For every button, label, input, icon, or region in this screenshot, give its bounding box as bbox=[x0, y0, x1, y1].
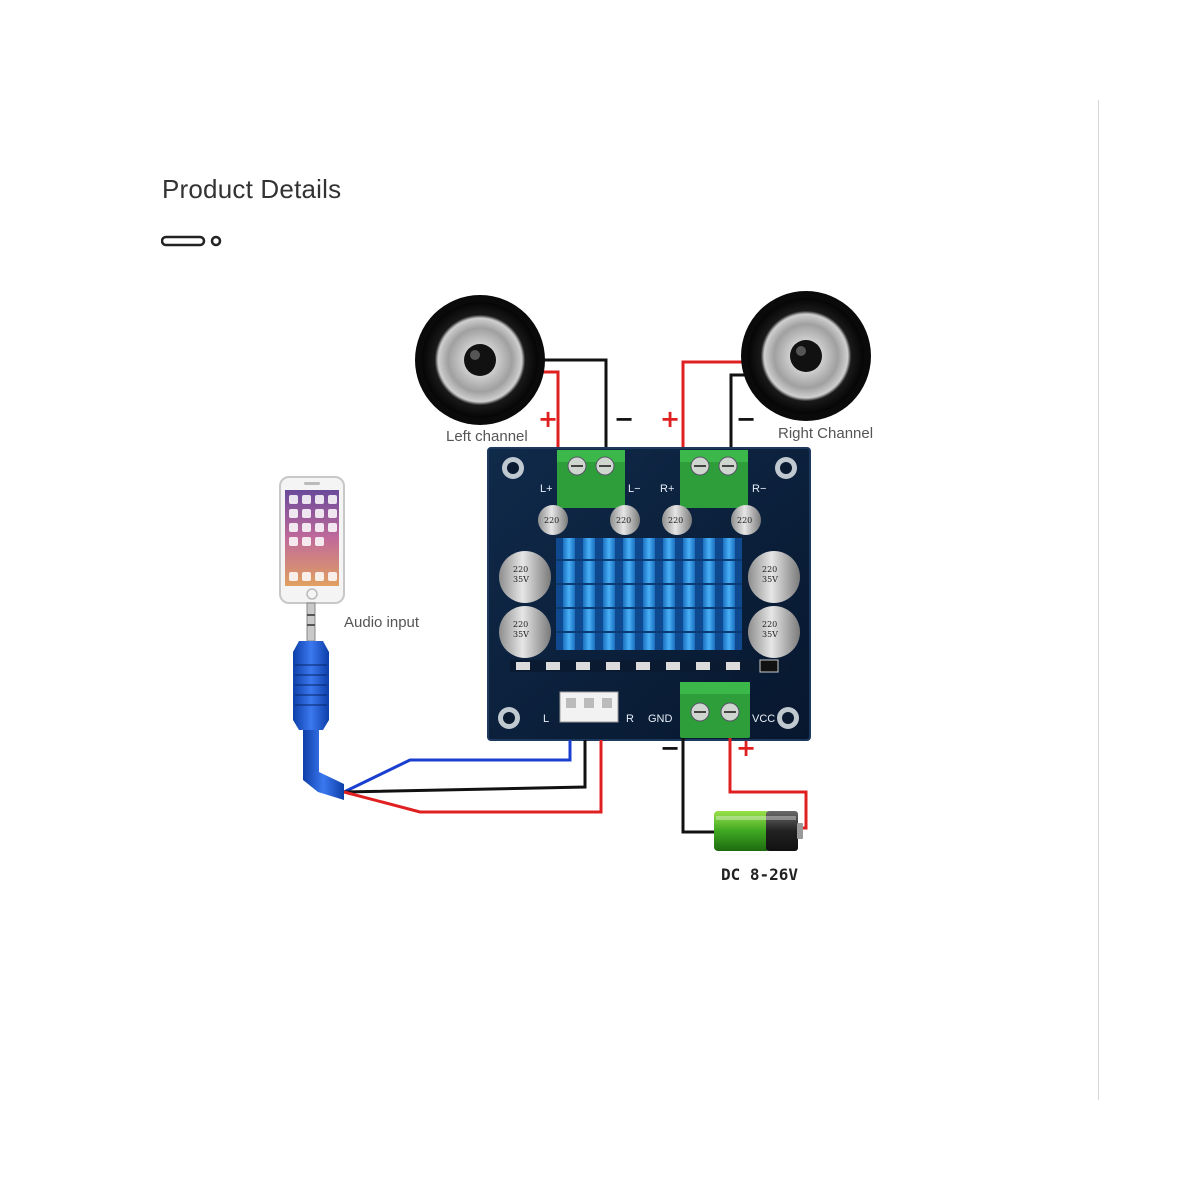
audio-input-label: Audio input bbox=[344, 614, 420, 631]
small-cap-label-4: 220 bbox=[737, 516, 752, 525]
small-cap-label-1: 220 bbox=[544, 516, 559, 525]
heatsink bbox=[556, 538, 742, 650]
smartphone-icon bbox=[279, 476, 345, 604]
silk-r-plus: R+ bbox=[660, 483, 674, 495]
power-minus-sign: − bbox=[660, 734, 680, 762]
left-black-wire bbox=[540, 358, 608, 452]
large-cap-value-1: 220 bbox=[513, 565, 528, 574]
right-speaker-terminal bbox=[680, 450, 748, 508]
large-cap-voltage-2: 35V bbox=[513, 630, 529, 639]
left-speaker-terminal bbox=[557, 450, 625, 508]
large-cap-voltage-4: 35V bbox=[762, 630, 778, 639]
audio-jack-icon bbox=[293, 602, 344, 800]
left-plus-sign: + bbox=[538, 405, 558, 433]
page-title: Product Details bbox=[162, 174, 342, 204]
amplifier-board: L+ L− R+ R− 220 220 220 220 bbox=[487, 447, 811, 741]
power-positive-wire bbox=[728, 738, 808, 830]
power-supply-label: DC 8-26V bbox=[721, 865, 798, 884]
silk-input-r: R bbox=[626, 713, 634, 725]
title-decoration bbox=[161, 235, 222, 247]
right-channel-label: Right Channel bbox=[778, 425, 873, 442]
power-plus-sign: + bbox=[736, 734, 756, 762]
large-cap-value-3: 220 bbox=[762, 565, 777, 574]
large-cap-voltage-3: 35V bbox=[762, 575, 778, 584]
power-ground-wire bbox=[681, 738, 716, 834]
silk-vcc: VCC bbox=[752, 713, 775, 725]
right-minus-sign: − bbox=[736, 405, 756, 433]
large-cap-value-2: 220 bbox=[513, 620, 528, 629]
mounting-holes bbox=[498, 457, 799, 729]
silk-r-minus: R− bbox=[752, 483, 766, 495]
silk-input-l: L bbox=[543, 713, 549, 725]
battery-icon bbox=[714, 811, 803, 851]
power-wires bbox=[681, 738, 808, 834]
silk-l-plus: L+ bbox=[540, 483, 553, 495]
left-minus-sign: − bbox=[614, 405, 634, 433]
silk-gnd: GND bbox=[648, 713, 673, 725]
blue-wire bbox=[343, 740, 572, 794]
right-speaker-icon bbox=[741, 291, 871, 421]
silk-l-minus: L− bbox=[628, 483, 641, 495]
large-cap-value-4: 220 bbox=[762, 620, 777, 629]
audio-input-wires bbox=[343, 740, 603, 814]
left-speaker-icon bbox=[415, 295, 545, 425]
audio-input-connector bbox=[559, 691, 619, 723]
smd-components bbox=[510, 659, 790, 673]
small-cap-label-3: 220 bbox=[668, 516, 683, 525]
black-signal-wire bbox=[343, 740, 587, 794]
large-capacitors: 220 35V 220 35V 220 35V 220 35V bbox=[499, 551, 800, 658]
right-red-wire bbox=[681, 360, 760, 452]
large-cap-voltage-1: 35V bbox=[513, 575, 529, 584]
red-signal-wire bbox=[343, 740, 603, 814]
power-terminal bbox=[680, 682, 750, 738]
right-plus-sign: + bbox=[660, 405, 680, 433]
right-divider bbox=[1098, 100, 1099, 1100]
small-cap-label-2: 220 bbox=[616, 516, 631, 525]
small-capacitors: 220 220 220 220 bbox=[538, 505, 761, 535]
left-channel-label: Left channel bbox=[446, 428, 528, 445]
